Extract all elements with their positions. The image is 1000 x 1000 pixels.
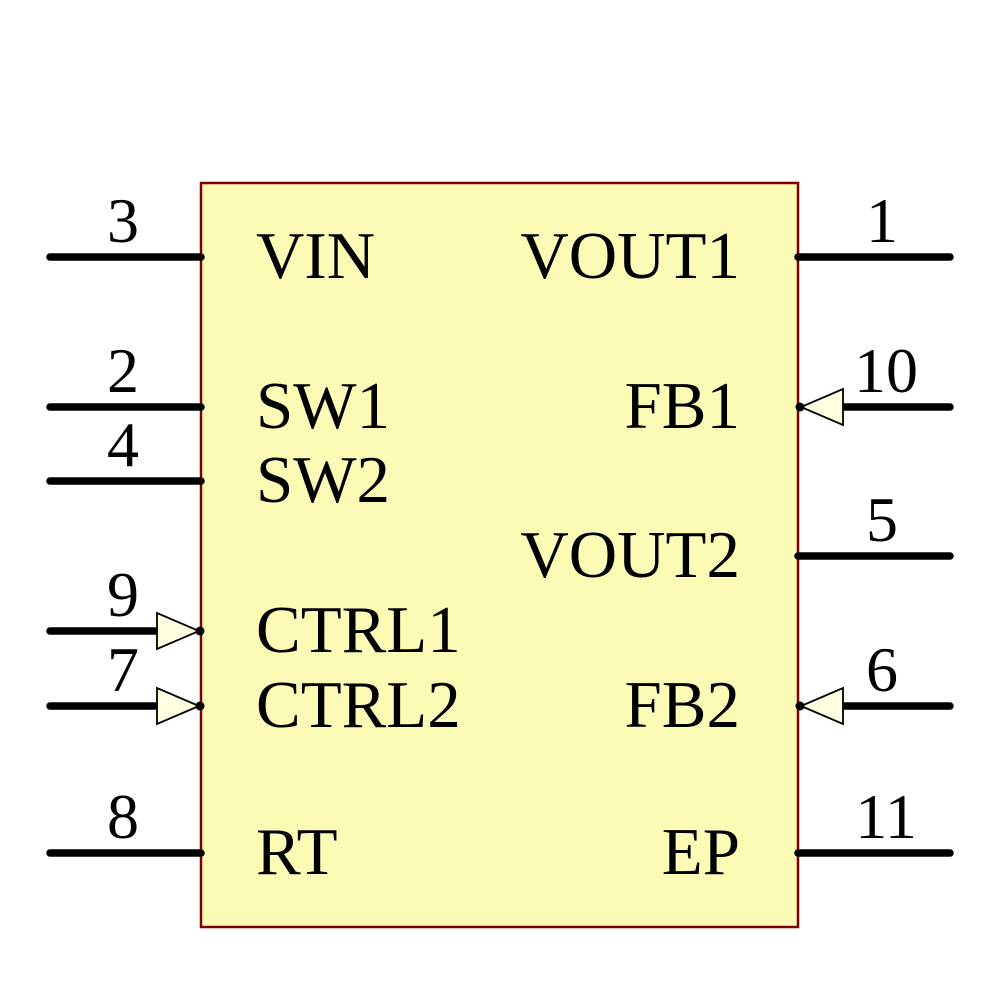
input-arrow-icon-ctrl2 xyxy=(156,686,202,726)
pin-label-sw2: SW2 xyxy=(256,443,390,517)
pin-number-ctrl1: 9 xyxy=(107,559,139,630)
pin-label-vout1: VOUT1 xyxy=(520,219,740,293)
pin-label-fb1: FB1 xyxy=(625,369,740,443)
pin-label-sw1: SW1 xyxy=(256,369,390,443)
pin-tip-dot-fb1 xyxy=(795,402,805,412)
pin-label-ep: EP xyxy=(662,815,740,889)
component-body[interactable] xyxy=(199,181,800,929)
input-arrow-icon-ctrl1 xyxy=(156,611,202,651)
pin-tip-dot-ctrl2 xyxy=(195,701,205,711)
pin-number-rt: 8 xyxy=(107,781,139,852)
input-arrow-icon-fb2 xyxy=(798,686,844,726)
pin-tip-dot-ctrl1 xyxy=(195,626,205,636)
pin-number-vout1: 1 xyxy=(866,185,898,256)
pin-number-vin: 3 xyxy=(107,185,139,256)
pin-label-rt: RT xyxy=(256,815,338,889)
pin-number-sw2: 4 xyxy=(107,409,139,480)
pin-label-ctrl2: CTRL2 xyxy=(256,668,461,742)
pin-number-vout2: 5 xyxy=(866,484,898,555)
pin-label-ctrl1: CTRL1 xyxy=(256,593,461,667)
pin-label-vin: VIN xyxy=(256,219,375,293)
pin-label-vout2: VOUT2 xyxy=(520,518,740,592)
pin-label-fb2: FB2 xyxy=(625,668,740,742)
pin-number-ep: 11 xyxy=(855,781,917,852)
pin-number-fb1: 10 xyxy=(854,335,918,406)
pin-number-sw1: 2 xyxy=(107,335,139,406)
pin-number-fb2: 6 xyxy=(866,634,898,705)
pin-number-ctrl2: 7 xyxy=(107,634,139,705)
pin-tip-dot-fb2 xyxy=(795,701,805,711)
input-arrow-icon-fb1 xyxy=(798,387,844,427)
